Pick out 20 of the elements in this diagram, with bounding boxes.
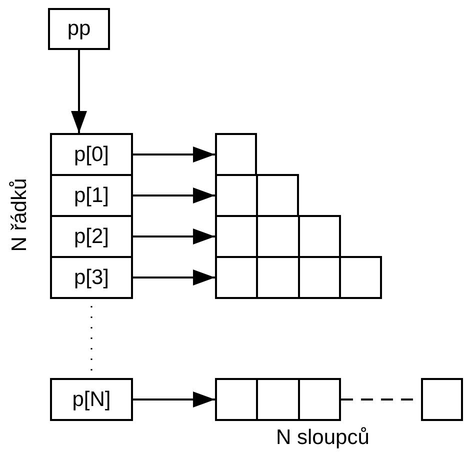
arrow (133, 228, 215, 244)
array-row (215, 256, 382, 299)
arrow (133, 188, 215, 204)
axis-label: N řádků (8, 178, 32, 252)
array-cell: p[0] (50, 133, 133, 176)
pointer-box: pp (48, 8, 110, 50)
array-cell: p[3] (50, 256, 133, 299)
arrow (133, 270, 215, 286)
array-cell: p[2] (50, 215, 133, 258)
arrow (71, 50, 87, 133)
array-row (215, 378, 341, 421)
array-cell (421, 378, 463, 421)
array-row (215, 215, 341, 258)
arrow (133, 392, 215, 408)
array-cell: p[1] (50, 174, 133, 217)
arrow (133, 146, 215, 162)
axis-label: N sloupců (276, 426, 370, 450)
array-cell: p[N] (50, 378, 133, 421)
array-row (215, 133, 257, 176)
array-row (215, 174, 299, 217)
